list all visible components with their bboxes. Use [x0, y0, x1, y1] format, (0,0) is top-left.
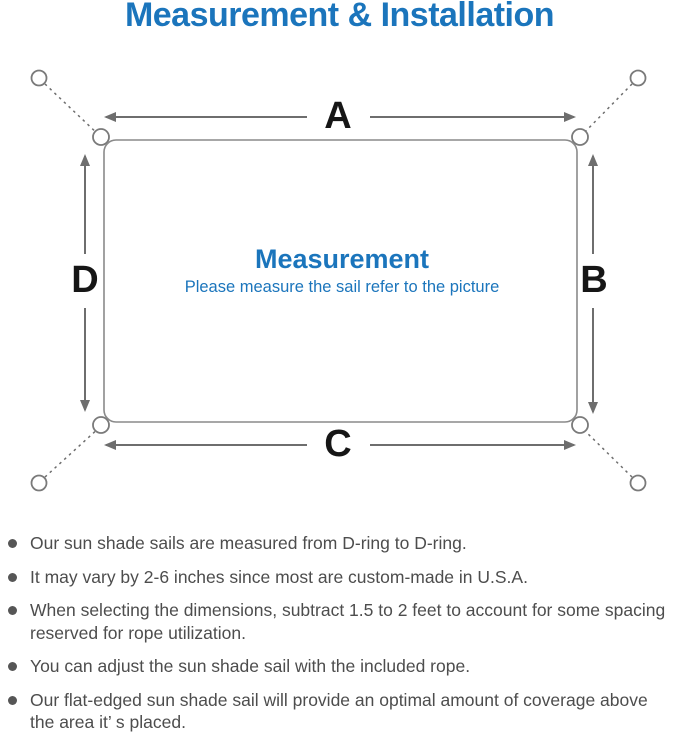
measurement-diagram: A B C D Measurement Please measure the s… — [0, 50, 679, 510]
list-item: When selecting the dimensions, subtract … — [8, 599, 671, 644]
notes-list: Our sun shade sails are measured from D-… — [8, 532, 671, 739]
rope-line-top-right — [580, 83, 633, 137]
bullet-dot-icon — [8, 695, 17, 705]
bullet-dot-icon — [8, 662, 17, 671]
d-ring-icon-bottom-right — [571, 416, 589, 434]
anchor-point-icon-top-left — [30, 69, 48, 87]
list-item: Our flat-edged sun shade sail will provi… — [8, 689, 671, 734]
dimension-label-c: C — [324, 423, 351, 465]
rope-line-bottom-right — [580, 426, 633, 478]
corner-rope-lines — [44, 83, 633, 478]
anchor-point-icon-bottom-right — [629, 474, 647, 492]
diagram-center-subtitle: Please measure the sail refer to the pic… — [185, 278, 500, 296]
rope-line-bottom-left — [44, 426, 101, 478]
diagram-center-title: Measurement — [255, 244, 429, 274]
note-text: When selecting the dimensions, subtract … — [30, 600, 666, 643]
anchor-point-icon-bottom-left — [30, 474, 48, 492]
bullet-dot-icon — [8, 572, 17, 582]
list-item: It may vary by 2-6 inches since most are… — [8, 566, 671, 589]
note-text: Our flat-edged sun shade sail will provi… — [30, 689, 648, 733]
dimension-label-b: B — [580, 259, 607, 301]
d-ring-icon-top-left — [92, 128, 110, 146]
dimension-label-a: A — [324, 95, 351, 137]
bullet-dot-icon — [8, 606, 17, 615]
note-text: Our sun shade sails are measured from D-… — [30, 533, 467, 553]
d-ring-icon-top-right — [571, 128, 589, 146]
page-title: Measurement & Installation — [124, 0, 555, 34]
note-text: You can adjust the sun shade sail with t… — [30, 656, 471, 676]
note-text: It may vary by 2-6 inches since most are… — [30, 566, 528, 587]
bullet-dot-icon — [8, 539, 17, 548]
dimension-arrows — [80, 112, 598, 450]
sail-outline — [103, 139, 578, 423]
anchor-points — [30, 69, 647, 492]
anchor-point-icon-top-right — [629, 69, 647, 87]
dimension-label-d: D — [71, 259, 98, 301]
d-ring-icon-bottom-left — [92, 416, 110, 434]
list-item: Our sun shade sails are measured from D-… — [8, 532, 671, 555]
d-rings — [92, 128, 589, 434]
list-item: You can adjust the sun shade sail with t… — [8, 655, 671, 678]
rope-line-top-left — [44, 83, 101, 137]
